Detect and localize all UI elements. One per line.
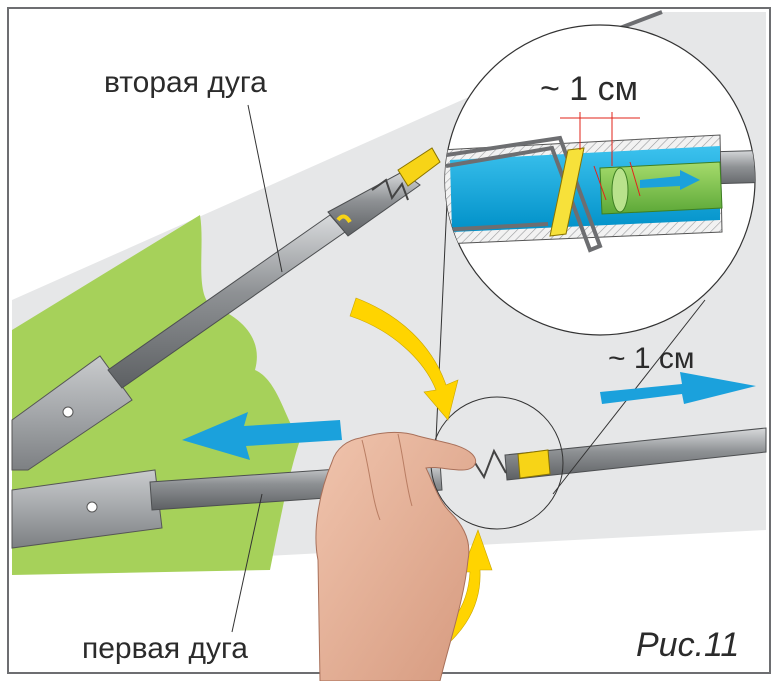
wire-top (619, 10, 663, 30)
second-arc-leader (247, 104, 283, 273)
magnifier-circle-icon (444, 24, 756, 336)
zoom-distance-label: ~ 1 см (540, 70, 638, 108)
move-distance-label: ~ 1 см (608, 342, 695, 375)
second-arc-label: вторая дуга (104, 66, 267, 99)
first-arc-leader (231, 493, 263, 633)
hand-icon (315, 431, 477, 681)
first-arc-label: первая дуга (82, 632, 248, 665)
figure-caption: Рис.11 (636, 626, 739, 664)
blue-arrow-left-icon (182, 412, 342, 460)
blue-arrow-right-icon (600, 372, 756, 404)
yellow-curved-arrow-down-icon (349, 297, 459, 421)
second-arc-sleeve (11, 355, 133, 471)
second-arc-rod (107, 147, 441, 389)
first-arc-sleeve (11, 469, 163, 549)
